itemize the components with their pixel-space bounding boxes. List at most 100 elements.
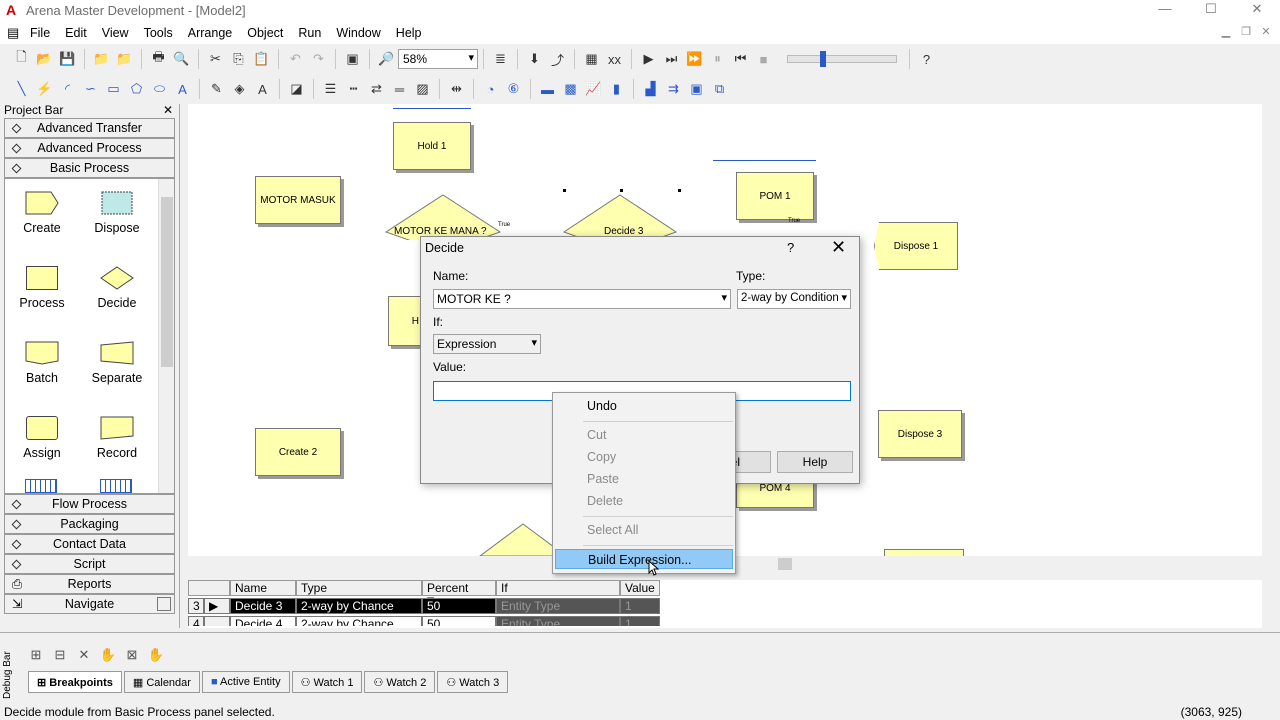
menu-edit[interactable]: Edit: [65, 26, 87, 40]
mdi-minimize-icon[interactable]: ▁: [1221, 26, 1231, 38]
chevron-down-icon[interactable]: ▾: [531, 337, 537, 349]
cut-icon[interactable]: ✂: [210, 51, 221, 66]
end-icon[interactable]: ■: [759, 51, 768, 67]
menu-tools[interactable]: Tools: [143, 26, 173, 40]
menu-run[interactable]: Run: [298, 26, 322, 40]
menu-paste[interactable]: Paste: [587, 472, 619, 486]
panel-navigate[interactable]: ⇲Navigate: [4, 594, 175, 614]
shape-assign[interactable]: Assign: [7, 416, 77, 460]
menu-window[interactable]: Window: [336, 26, 381, 40]
template-attach-icon[interactable]: 📁: [93, 51, 110, 66]
arrow-style-icon[interactable]: ⇄: [371, 81, 382, 96]
decide-diamond-motor[interactable]: [382, 192, 504, 240]
station-icon[interactable]: ⇉: [668, 81, 679, 96]
box-icon[interactable]: ▭: [107, 81, 120, 96]
variable-icon[interactable]: ⑥: [507, 81, 520, 96]
screen-icon[interactable]: ▣: [346, 51, 359, 66]
table-cell[interactable]: 1: [620, 598, 660, 614]
shape-dispose[interactable]: Dispose: [82, 191, 152, 235]
line-color-icon[interactable]: ✎: [211, 81, 222, 96]
module-decide3[interactable]: Decide 3: [604, 226, 644, 237]
mdi-restore-icon[interactable]: ❐: [1241, 26, 1251, 38]
table-cell[interactable]: Entity Type: [496, 598, 620, 614]
tab-calendar[interactable]: ▦ Calendar: [123, 671, 200, 693]
document-icon[interactable]: ▤: [7, 25, 20, 40]
context-help-icon[interactable]: ?: [922, 51, 931, 67]
breakpoint-props-icon[interactable]: ⊟: [54, 647, 66, 662]
pause-icon[interactable]: ⏸: [714, 51, 721, 66]
menu-build-expression[interactable]: Build Expression...: [555, 549, 733, 569]
step-icon[interactable]: ⏭: [665, 51, 678, 66]
tab-watch2[interactable]: ⚇ Watch 2: [364, 671, 436, 693]
line-style-icon[interactable]: ┅: [349, 81, 358, 96]
resource-icon[interactable]: ▩: [564, 81, 577, 96]
zoom-icon[interactable]: 🔎: [378, 51, 395, 66]
save-icon[interactable]: 💾: [59, 51, 76, 66]
arc-icon[interactable]: ◜: [64, 81, 71, 96]
col-value[interactable]: Value: [620, 580, 660, 596]
copy-icon[interactable]: ⎘: [233, 51, 244, 66]
new-icon[interactable]: 🗋: [16, 49, 27, 64]
panel-advanced-transfer[interactable]: Advanced Transfer: [4, 118, 175, 138]
line-pattern-icon[interactable]: ═: [394, 81, 405, 97]
fill-color-icon[interactable]: ◈: [234, 81, 245, 96]
new-breakpoint-icon[interactable]: ⊞: [30, 647, 42, 662]
shape-separate[interactable]: Separate: [82, 341, 152, 385]
delete-breakpoint-icon[interactable]: ✕: [78, 647, 90, 662]
canvas-vertical-scrollbar[interactable]: [1262, 104, 1280, 556]
animate-icon[interactable]: ▦: [585, 51, 598, 66]
decide-diamond-bottom[interactable]: [478, 522, 568, 556]
dialog-help-icon[interactable]: ?: [787, 240, 795, 255]
panel-script[interactable]: Script: [4, 554, 175, 574]
module-dispose1[interactable]: Dispose 1: [874, 222, 958, 270]
paste-icon[interactable]: 📋: [253, 51, 270, 66]
slider-thumb[interactable]: [820, 51, 826, 67]
name-combo[interactable]: MOTOR KE ?▾: [433, 289, 731, 309]
menu-select-all[interactable]: Select All: [587, 523, 639, 537]
polygon-icon[interactable]: ⬠: [130, 81, 143, 96]
panel-reports[interactable]: ⎙Reports: [4, 574, 175, 594]
panel-packaging[interactable]: Packaging: [4, 514, 175, 534]
menu-copy[interactable]: Copy: [587, 450, 617, 464]
submodel-down-icon[interactable]: ⬇: [529, 51, 540, 66]
storage-icon[interactable]: ▣: [690, 81, 703, 96]
text-color-icon[interactable]: A: [258, 81, 267, 97]
navigate-thumbnail-icon[interactable]: [157, 597, 171, 611]
module-motor-masuk[interactable]: MOTOR MASUK: [255, 176, 341, 224]
module-bottom-right[interactable]: [884, 549, 964, 556]
table-cell[interactable]: Entity Type: [496, 616, 620, 626]
tab-watch3[interactable]: ⚇ Watch 3: [437, 671, 509, 693]
plot-icon[interactable]: 📈: [585, 81, 602, 96]
close-window-button[interactable]: ✕: [1251, 1, 1263, 16]
shapes-scrollbar[interactable]: [158, 179, 174, 493]
fill-pattern-icon[interactable]: ▨: [416, 81, 429, 96]
animate-connector-icon[interactable]: xx: [608, 51, 621, 67]
hand-icon[interactable]: ✋: [147, 647, 165, 662]
shape-batch[interactable]: Batch: [7, 341, 77, 385]
shape-create[interactable]: Create: [7, 191, 77, 235]
align-icon[interactable]: ⇹: [451, 81, 462, 96]
arena-app-icon[interactable]: A: [6, 2, 17, 18]
col-name[interactable]: Name: [230, 580, 296, 596]
table-cell[interactable]: 2-way by Chance: [296, 616, 422, 626]
disable-breakpoint-icon[interactable]: ✋: [99, 647, 117, 662]
clear-breakpoints-icon[interactable]: ⊠: [126, 647, 138, 662]
template-detach-icon[interactable]: 📁: [116, 51, 133, 66]
undo-icon[interactable]: ↶: [290, 51, 301, 66]
redo-icon[interactable]: ↷: [313, 51, 324, 66]
zoom-select[interactable]: 58%: [398, 49, 478, 69]
module-create2[interactable]: Create 2: [255, 428, 341, 476]
project-bar-close-icon[interactable]: ✕: [162, 103, 173, 117]
chevron-down-icon[interactable]: ▾: [721, 292, 727, 304]
open-icon[interactable]: 📂: [36, 51, 53, 66]
panel-basic-process[interactable]: Basic Process: [4, 158, 175, 178]
col-percent-true[interactable]: Percent True: [422, 580, 496, 609]
spreadsheet-scrollbar[interactable]: [1262, 580, 1280, 628]
module-dispose3[interactable]: Dispose 3: [878, 410, 962, 458]
histogram-icon[interactable]: ▮: [612, 81, 621, 96]
window-bg-icon[interactable]: ◪: [290, 81, 303, 96]
module-hold1[interactable]: Hold 1: [393, 122, 471, 170]
col-if[interactable]: If: [496, 580, 620, 596]
bezier-icon[interactable]: ∽: [85, 81, 96, 96]
table-cell[interactable]: 50: [422, 598, 496, 614]
